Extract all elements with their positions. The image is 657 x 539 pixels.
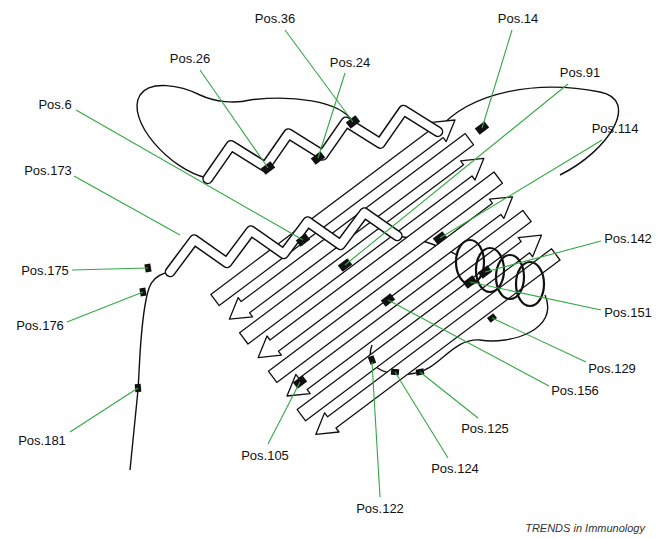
helix-outline xyxy=(170,213,397,272)
position-label: Pos.129 xyxy=(588,361,636,376)
position-label: Pos.36 xyxy=(255,11,295,26)
leader-line xyxy=(285,30,353,122)
leader-line xyxy=(70,388,138,432)
helix-turn xyxy=(476,248,504,292)
leader-line xyxy=(492,318,586,362)
leader-line xyxy=(76,110,303,240)
position-label: Pos.105 xyxy=(241,448,289,463)
leader-line xyxy=(440,140,602,238)
helix-ribbon xyxy=(170,213,397,272)
helix-coil xyxy=(456,240,544,306)
leader-line xyxy=(200,70,268,168)
loops xyxy=(130,86,619,470)
leader-line xyxy=(318,73,345,158)
position-label: Pos.24 xyxy=(330,55,370,70)
beta-strand xyxy=(316,249,560,435)
position-marks xyxy=(135,115,497,392)
leader-line xyxy=(420,372,478,418)
position-label: Pos.26 xyxy=(170,51,210,66)
leader-line xyxy=(67,292,143,322)
leader-line xyxy=(388,300,549,386)
position-label: Pos.175 xyxy=(21,263,69,278)
leader-line xyxy=(395,372,448,458)
position-label: Pos.156 xyxy=(551,383,599,398)
beta-strand xyxy=(297,235,541,421)
leader-lines xyxy=(67,30,602,497)
position-label: Pos.114 xyxy=(592,121,639,136)
position-label: Pos.122 xyxy=(356,501,404,516)
position-label: Pos.14 xyxy=(498,11,538,26)
tail xyxy=(130,272,170,470)
leader-line xyxy=(345,84,568,265)
alpha-helices xyxy=(170,110,544,306)
position-label: Pos.173 xyxy=(24,163,72,178)
leader-line xyxy=(470,282,601,310)
position-label: Pos.124 xyxy=(431,461,479,476)
position-label: Pos.176 xyxy=(16,318,64,333)
leader-line xyxy=(72,268,148,270)
leader-line xyxy=(268,382,300,444)
leader-line xyxy=(372,362,380,497)
loop xyxy=(137,86,250,178)
leader-line xyxy=(485,241,601,272)
publisher-watermark: TRENDS in Immunology xyxy=(525,521,645,536)
beta-strands xyxy=(211,120,560,434)
position-label: Pos.181 xyxy=(18,433,66,448)
position-label: Pos.125 xyxy=(461,421,509,436)
leader-line xyxy=(74,176,180,235)
leader-line xyxy=(482,30,512,128)
helix-turn xyxy=(516,262,544,306)
position-label: Pos.91 xyxy=(560,65,600,80)
position-label: Pos.6 xyxy=(38,97,71,112)
position-label: Pos.142 xyxy=(604,231,652,246)
position-label: Pos.151 xyxy=(604,305,652,320)
